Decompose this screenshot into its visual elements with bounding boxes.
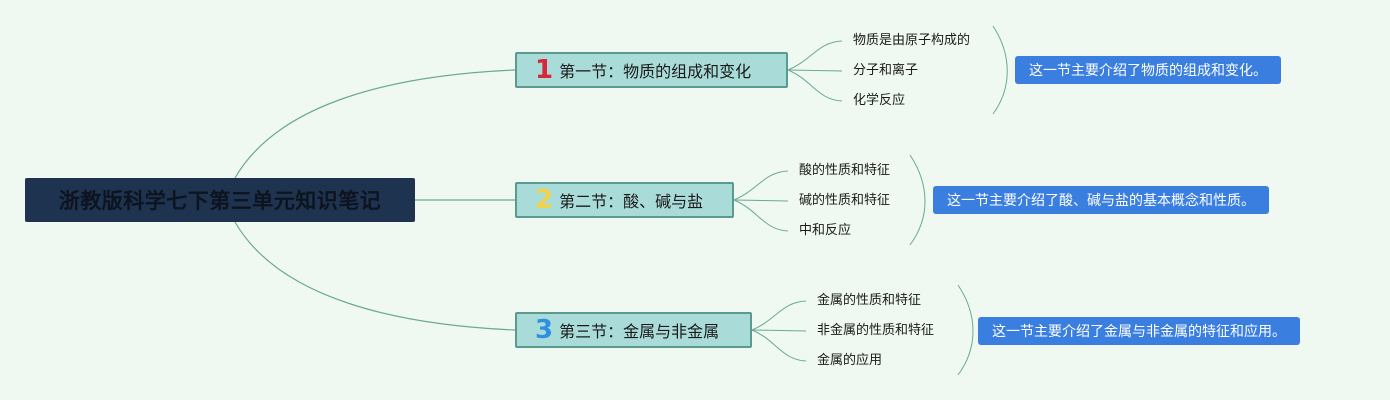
section-3-item-3[interactable]: 金属的应用 <box>817 353 883 368</box>
section-2-item-2[interactable]: 碱的性质和特征 <box>799 193 891 208</box>
section-1-title: 第一节：物质的组成和变化 <box>559 62 752 81</box>
section-1-topic[interactable]: 1 第一节：物质的组成和变化 <box>515 52 788 88</box>
root-topic[interactable]: 浙教版科学七下第三单元知识笔记 <box>25 178 415 222</box>
section-2-number-icon: 2 <box>535 185 554 215</box>
section-1-number-icon: 1 <box>535 55 554 85</box>
section-2-summary[interactable]: 这一节主要介绍了酸、碱与盐的基本概念和性质。 <box>933 186 1269 214</box>
connector-root-to-section-1 <box>234 69 516 179</box>
connector-s2-item-2 <box>733 199 789 202</box>
section-2-item-3[interactable]: 中和反应 <box>799 223 852 238</box>
bracket-s3 <box>957 284 974 376</box>
root-title: 浙教版科学七下第三单元知识笔记 <box>58 189 382 213</box>
section-3-item-2[interactable]: 非金属的性质和特征 <box>817 323 935 338</box>
section-3-summary[interactable]: 这一节主要介绍了金属与非金属的特征和应用。 <box>978 317 1300 345</box>
section-1-item-1[interactable]: 物质是由原子构成的 <box>853 33 971 48</box>
section-3-title: 第三节：金属与非金属 <box>559 322 720 341</box>
connector-s2-item-1 <box>733 170 789 201</box>
connector-s1-item-1 <box>787 40 843 71</box>
section-1-item-3[interactable]: 化学反应 <box>853 93 906 108</box>
section-3-topic[interactable]: 3 第三节：金属与非金属 <box>515 312 752 348</box>
connector-s2-item-3 <box>733 199 789 232</box>
connector-s1-item-2 <box>787 69 843 72</box>
connector-s1-item-3 <box>787 69 843 102</box>
connector-s3-item-3 <box>751 329 807 362</box>
root-connectors <box>234 69 516 331</box>
section-3-item-1[interactable]: 金属的性质和特征 <box>817 293 922 308</box>
bracket-s1 <box>992 25 1008 115</box>
section-1-summary[interactable]: 这一节主要介绍了物质的组成和变化。 <box>1015 56 1281 84</box>
section-1-item-2[interactable]: 分子和离子 <box>853 63 919 78</box>
connector-root-to-section-3 <box>234 221 516 331</box>
connector-s3-item-2 <box>751 329 807 332</box>
bracket-s2 <box>909 154 926 246</box>
section-3-number-icon: 3 <box>535 315 554 345</box>
section-3-connectors <box>751 284 974 376</box>
section-2-connectors <box>733 154 926 246</box>
section-2-topic[interactable]: 2 第二节：酸、碱与盐 <box>515 182 734 218</box>
section-1-connectors <box>787 25 1008 115</box>
section-2-title: 第二节：酸、碱与盐 <box>559 192 704 211</box>
connector-s3-item-1 <box>751 300 807 331</box>
section-2-item-1[interactable]: 酸的性质和特征 <box>799 163 891 178</box>
